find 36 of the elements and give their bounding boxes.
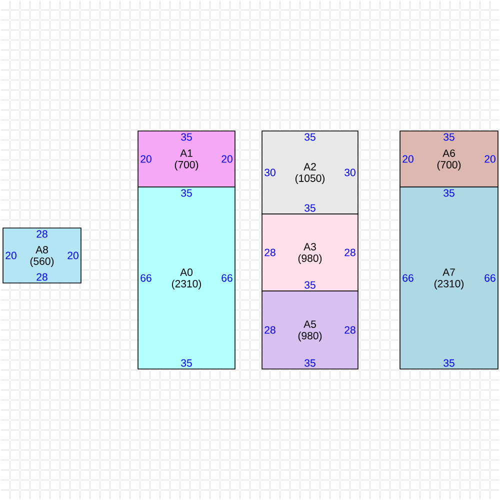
dimension-label: 35 <box>444 133 454 141</box>
dimension-label: 28 <box>36 273 48 281</box>
area-label: A8 (560) <box>30 246 54 267</box>
dimension-label: 66 <box>484 274 496 282</box>
area-label: A7 (2310) <box>434 268 464 290</box>
dimension-label: 35 <box>304 133 316 141</box>
dimension-label: 35 <box>304 281 316 289</box>
dimension-label: 28 <box>264 326 276 334</box>
dimension-label: 66 <box>402 274 414 282</box>
area-label: A5 (980) <box>298 320 322 342</box>
area-label: A6 (700) <box>437 150 461 170</box>
dimension-label: 28 <box>344 326 356 334</box>
dimension-label: 35 <box>181 359 192 367</box>
dimension-label: 20 <box>68 252 78 260</box>
dimension-label: 20 <box>402 155 414 163</box>
dimension-label: 20 <box>484 155 496 163</box>
dimension-label: 35 <box>304 359 316 367</box>
dimension-label: 28 <box>36 230 48 238</box>
dimension-label: 20 <box>140 155 152 163</box>
dimension-label: 66 <box>222 274 232 282</box>
dimension-label: 35 <box>444 189 454 197</box>
area-label: A2 (1050) <box>295 163 325 184</box>
area-label: A0 (2310) <box>172 268 202 290</box>
dimension-label: 35 <box>304 204 316 212</box>
dimension-label: 20 <box>222 155 232 163</box>
area-label: A1 (700) <box>174 150 198 170</box>
dimension-label: 20 <box>6 252 16 260</box>
dimension-label: 28 <box>344 248 356 256</box>
dimension-label: 30 <box>264 168 276 176</box>
dimension-label: 28 <box>264 248 276 256</box>
dimension-label: 66 <box>140 274 152 282</box>
area-label: A3 (980) <box>298 243 322 264</box>
dimension-label: 35 <box>181 189 192 197</box>
dimension-label: 35 <box>181 133 192 141</box>
dimension-label: 30 <box>344 168 356 176</box>
dimension-label: 35 <box>444 359 454 367</box>
